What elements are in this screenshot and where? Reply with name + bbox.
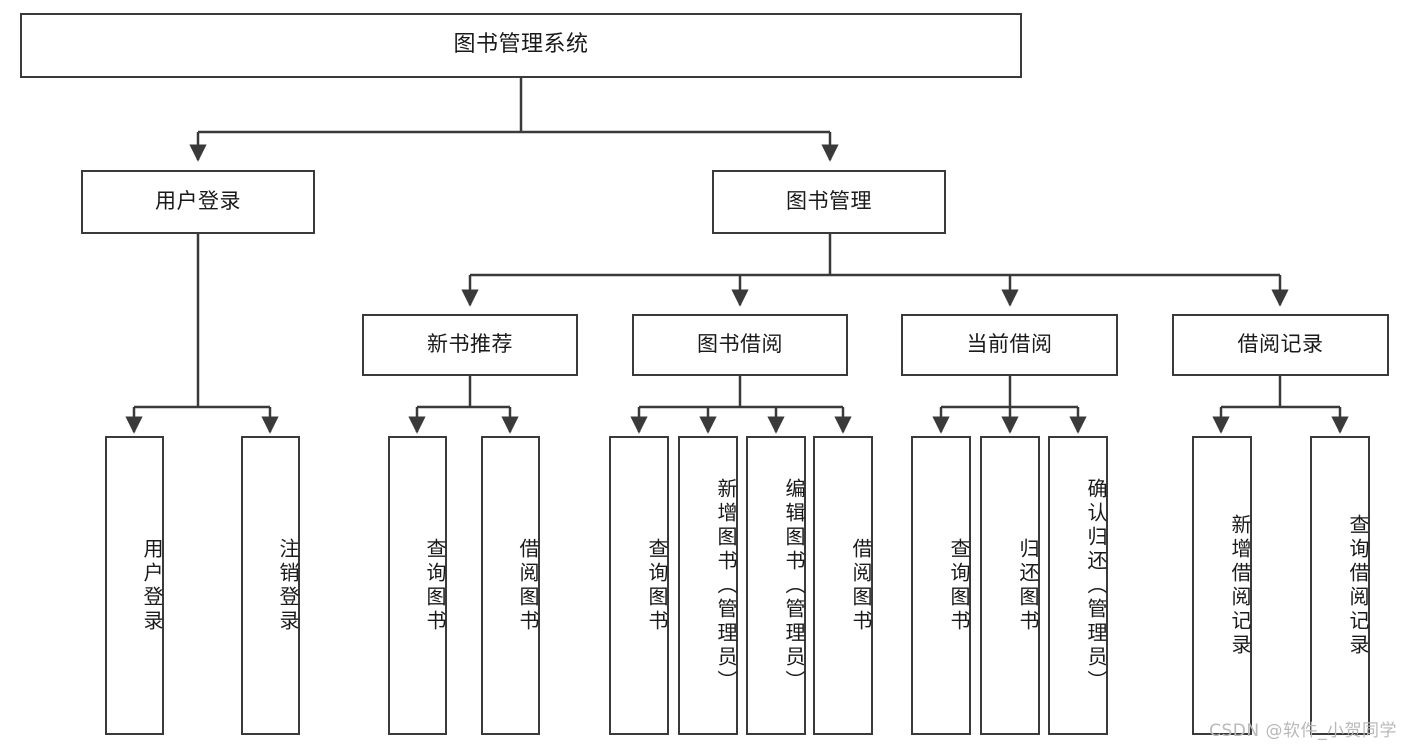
node-root-system[interactable]: 图书管理系统 <box>20 13 1022 78</box>
node-book-borrow[interactable]: 图书借阅 <box>632 314 848 376</box>
leaf-query-books-borrow[interactable]: 查询图书 <box>609 436 669 735</box>
watermark-text: CSDN @软件_小贺同学 <box>1209 721 1397 741</box>
leaf-add-book-admin[interactable]: 新增图书（管理员） <box>678 436 738 735</box>
leaf-label: 查询图书 <box>423 537 447 634</box>
leaf-user-login[interactable]: 用户登录 <box>105 436 164 735</box>
leaf-borrow-books[interactable]: 借阅图书 <box>813 436 873 735</box>
node-current-borrow[interactable]: 当前借阅 <box>901 314 1118 376</box>
leaf-label: 归还图书 <box>1016 537 1040 634</box>
leaf-label: 新增图书（管理员） <box>714 477 738 694</box>
leaf-label: 借阅图书 <box>516 537 540 634</box>
node-label: 用户登录 <box>155 189 241 214</box>
node-label: 新书推荐 <box>427 332 513 357</box>
leaf-edit-book-admin[interactable]: 编辑图书（管理员） <box>746 436 806 735</box>
leaf-label: 编辑图书（管理员） <box>782 477 806 694</box>
leaf-label: 借阅图书 <box>849 537 873 634</box>
node-label: 图书管理 <box>786 189 872 214</box>
leaf-borrow-books-recommend[interactable]: 借阅图书 <box>481 436 540 735</box>
leaf-add-borrow-record[interactable]: 新增借阅记录 <box>1192 436 1252 735</box>
leaf-label: 用户登录 <box>140 537 164 634</box>
leaf-query-borrow-record[interactable]: 查询借阅记录 <box>1310 436 1370 735</box>
leaf-label: 新增借阅记录 <box>1228 513 1252 658</box>
leaf-query-books-recommend[interactable]: 查询图书 <box>388 436 447 735</box>
node-label: 当前借阅 <box>966 332 1053 357</box>
leaf-label: 查询图书 <box>947 537 971 634</box>
leaf-confirm-return-admin[interactable]: 确认归还（管理员） <box>1048 436 1108 735</box>
node-user-login[interactable]: 用户登录 <box>81 170 315 234</box>
node-new-book-recommend[interactable]: 新书推荐 <box>362 314 578 376</box>
leaf-label: 确认归还（管理员） <box>1084 477 1108 694</box>
node-label: 借阅记录 <box>1237 332 1324 357</box>
node-label: 图书借阅 <box>697 332 783 357</box>
leaf-label: 查询图书 <box>645 537 669 634</box>
node-label: 图书管理系统 <box>453 32 589 58</box>
node-borrow-records[interactable]: 借阅记录 <box>1172 314 1389 376</box>
leaf-label: 注销登录 <box>276 537 300 634</box>
leaf-logout[interactable]: 注销登录 <box>241 436 300 735</box>
leaf-return-books[interactable]: 归还图书 <box>980 436 1040 735</box>
node-book-management[interactable]: 图书管理 <box>712 170 946 234</box>
leaf-query-books-current[interactable]: 查询图书 <box>911 436 971 735</box>
leaf-label: 查询借阅记录 <box>1346 513 1370 658</box>
